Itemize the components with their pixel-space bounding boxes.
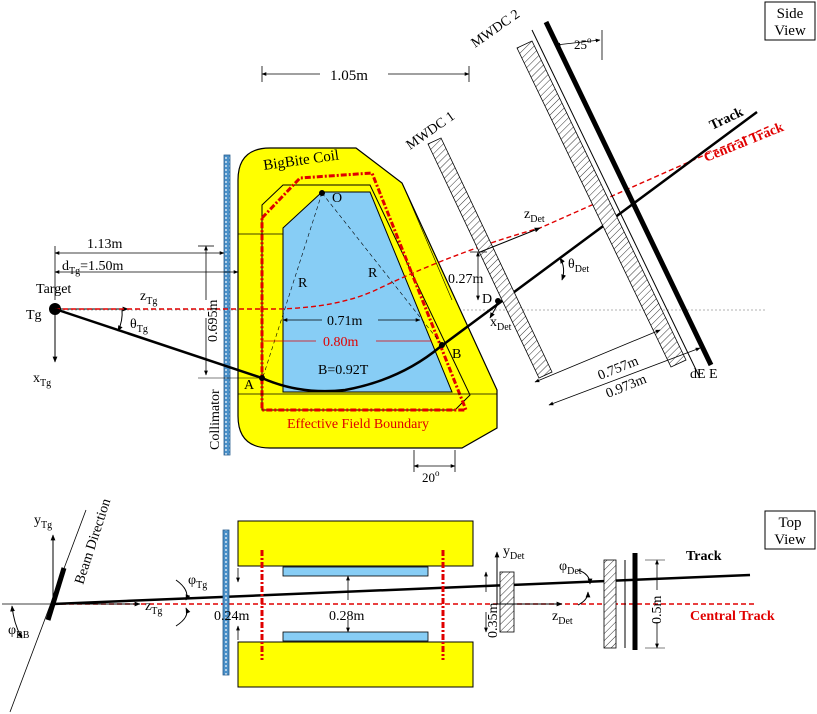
dim-dtg-label: dTg=1.50m [62, 259, 124, 277]
label-o: O [332, 191, 342, 206]
de-e-scintillator [543, 20, 714, 367]
dim-027-label: 0.27m [448, 272, 484, 287]
pole-bottom [282, 631, 429, 642]
top-view: Top View Beam Direction yTg φBB Central … [2, 497, 816, 713]
target-foil-top [45, 567, 67, 621]
pole-top [282, 566, 429, 577]
z-tg-label-top: zTg [145, 599, 162, 617]
angle-25-arrow [555, 38, 601, 47]
track-side [54, 110, 758, 393]
beam-direction-line [9, 509, 87, 713]
y-tg-label: yTg [34, 513, 52, 531]
radius-line-1 [261, 192, 323, 381]
label-r-1: R [298, 276, 308, 291]
dim-0973-arrow [548, 347, 701, 406]
theta-tg-arc [117, 308, 123, 332]
mwdc2-chamber [516, 40, 687, 368]
phi-det-arc-top [577, 569, 593, 585]
theta-det-label: θDet [568, 257, 589, 275]
radius-line-2 [321, 192, 443, 346]
x-det-label: xDet [490, 315, 512, 333]
mwdc2-top [603, 559, 617, 649]
track-label-top: Track [686, 549, 722, 564]
central-track-label-top: Central Track [690, 609, 775, 624]
label-a: A [244, 378, 255, 393]
label-r-2: R [368, 266, 378, 281]
label-b: B [452, 347, 461, 362]
dim-028-label: 0.28m [329, 609, 365, 624]
theta-tg-label: θTg [130, 317, 148, 335]
collimator [223, 154, 231, 456]
phi-tg-label: φTg [188, 573, 207, 591]
z-det-axis [479, 227, 541, 253]
angle-20-label: 20o [422, 468, 440, 485]
side-label-2: View [774, 23, 806, 39]
coil-inner-outline [261, 184, 471, 411]
center-point-o [319, 190, 325, 196]
angle-25-label: 25o [574, 35, 592, 52]
label-d: D [482, 292, 492, 307]
top-label-1: Top [778, 515, 801, 531]
mwdc2-label: MWDC 2 [469, 7, 523, 51]
tg-label: Tg [26, 308, 42, 323]
dim-080-label: 0.80m [323, 335, 359, 350]
z-det-label-top: zDet [552, 609, 573, 627]
point-b-dot [439, 342, 445, 348]
phi-bb-arc [10, 605, 23, 639]
mwdc2-plane [531, 29, 701, 379]
target-label: Target [36, 282, 71, 297]
dim-024-label: 0.24m [214, 609, 250, 624]
phi-tg-arc-top [175, 579, 191, 601]
top-label-2: View [774, 532, 806, 548]
z-det-label: zDet [524, 207, 545, 225]
y-det-label: yDet [503, 544, 525, 562]
phi-tg-arc-bot [175, 607, 191, 627]
side-view-label-box: Side View [764, 1, 816, 41]
boundary-label: Effective Field Boundary [287, 417, 429, 432]
collimator-label: Collimator [208, 389, 223, 450]
z-tg-label: zTg [140, 289, 157, 307]
magnet-yoke-top [237, 520, 474, 567]
phi-det-label: φDet [559, 559, 582, 577]
dim-035-label: 0.35m [486, 603, 501, 639]
theta-det-arc [559, 257, 566, 281]
point-d-dot [495, 298, 501, 304]
top-view-label-box: Top View [764, 510, 816, 550]
dim-113-label: 1.13m [87, 237, 123, 252]
side-view: Side View O R R Collimator BigBite Coil … [26, 1, 816, 485]
phi-bb-label: φBB [8, 623, 30, 641]
phi-det-arc-bot [577, 591, 591, 606]
field-gap-region [282, 191, 453, 393]
magnet-yoke-bottom [237, 641, 474, 688]
beam-direction-label: Beam Direction [73, 497, 115, 586]
x-tg-label: xTg [33, 371, 51, 389]
track-label-side: Track [707, 105, 746, 134]
dim-05-label: 0.5m [650, 596, 665, 625]
field-label: B=0.92T [318, 363, 369, 378]
mwdc1-top [499, 571, 515, 633]
track-top [52, 573, 751, 606]
collimator-top [222, 529, 230, 676]
dim-071-label: 0.71m [327, 314, 363, 329]
yoke-line [402, 184, 453, 301]
side-label-1: Side [777, 6, 804, 22]
dim-0695-label: 0.695m [206, 300, 221, 343]
effective-field-boundary [260, 171, 469, 412]
de-e-label: dE E [690, 367, 718, 382]
dim-105-label: 1.05m [330, 68, 368, 84]
x-det-axis [489, 301, 500, 319]
